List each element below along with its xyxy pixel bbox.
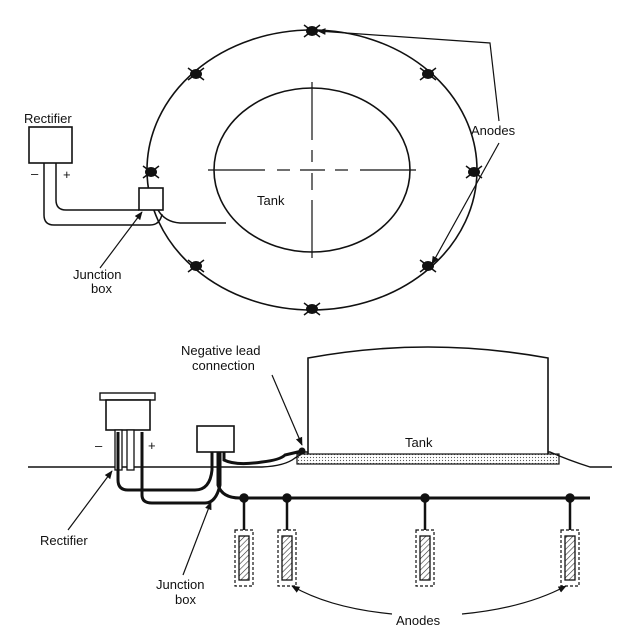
rectifier-arrow-section [67,470,113,531]
anodes-label-section: Anodes [396,613,441,628]
rectifier-box-plan [28,126,73,164]
svg-text:connection: connection [192,358,255,373]
buried-anodes [234,529,580,587]
anode-icon [415,529,435,587]
rectifier-section [99,392,156,471]
minus-label-plan: – [31,166,39,181]
negative-lead-dot [298,447,306,455]
junction-label-section: Junction [156,577,204,592]
plan-view: Rectifier – + Tank Junction box Anodes [24,24,516,316]
plus-label-plan: + [63,167,71,182]
anodes-arrow-right [461,585,567,615]
anode-icon [187,259,205,273]
anode-icon [142,165,160,179]
anode-icon [277,529,297,587]
negative-lead-arrow [271,374,303,446]
anode-icon [303,302,321,316]
plus-label-section: + [148,438,156,453]
anode-icon [303,24,321,38]
junction-box-plan [138,187,164,211]
tank-lead-plan [157,209,226,224]
cable-plan [43,163,163,226]
negative-lead-label: Negative lead [181,343,261,358]
junction-arrow-section [182,501,212,576]
tank-centerlines [208,82,416,258]
anode-icon [234,529,254,587]
rectifier-label-plan: Rectifier [24,111,72,126]
svg-text:box: box [175,592,196,607]
tank-label-section: Tank [405,435,433,450]
section-view: Tank Negative lead connection – + [28,343,612,628]
tank-elevation [296,346,560,465]
junction-label-plan: Junction [73,267,121,282]
anode-taps [239,493,575,532]
anode-icon [465,165,483,179]
anode-markers-plan [142,24,483,316]
junction-arrow-plan [99,211,143,269]
junction-box-section [196,425,235,453]
anodes-label-plan: Anodes [471,123,516,138]
tank-label-plan: Tank [257,193,285,208]
anode-icon [419,67,437,81]
rectifier-label-section: Rectifier [40,533,88,548]
anodes-arrow-left [291,585,393,615]
svg-text:box: box [91,281,112,296]
tank-foundation [296,453,560,465]
anode-icon [187,67,205,81]
anodes-leader-plan [317,28,500,122]
minus-label-section: – [95,438,103,453]
anode-icon [560,529,580,587]
